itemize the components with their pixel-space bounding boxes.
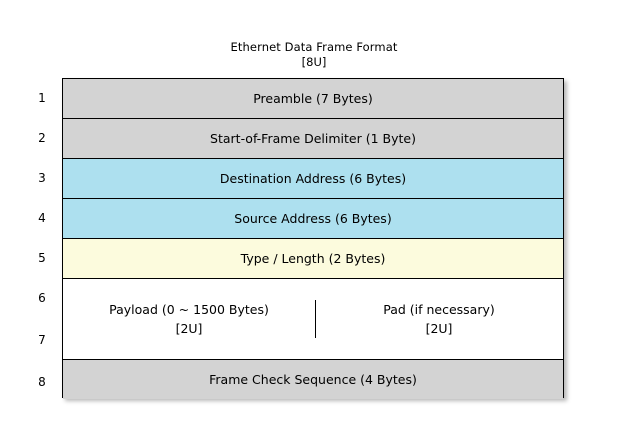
row-number-5: 5 <box>38 251 46 265</box>
page-title: Ethernet Data Frame Format <box>230 40 398 54</box>
ethernet-frame-table: Preamble (7 Bytes) Start-of-Frame Delimi… <box>62 78 564 399</box>
row-number-gutter: 1 2 3 4 5 6 7 8 <box>28 78 56 398</box>
row-number-8: 8 <box>38 375 46 389</box>
frame-field-payload: Payload (0 ~ 1500 Bytes) [2U] <box>64 300 316 338</box>
row-number-3: 3 <box>38 171 46 185</box>
frame-field-payload-pad-row: Payload (0 ~ 1500 Bytes) [2U] Pad (if ne… <box>63 279 563 360</box>
row-number-6: 6 <box>38 291 46 305</box>
frame-field-label: Pad (if necessary) <box>383 302 495 317</box>
frame-field-sublabel: [2U] <box>425 321 453 336</box>
frame-field-label: Destination Address (6 Bytes) <box>219 170 407 186</box>
frame-field-type-length: Type / Length (2 Bytes) <box>63 239 563 279</box>
frame-field-pad: Pad (if necessary) [2U] <box>316 300 563 338</box>
row-number-4: 4 <box>38 211 46 225</box>
frame-field-label: Payload (0 ~ 1500 Bytes) <box>109 302 269 317</box>
frame-field-label: Type / Length (2 Bytes) <box>240 250 386 266</box>
frame-field-destination-address: Destination Address (6 Bytes) <box>63 159 563 199</box>
frame-field-start-of-frame-delimiter: Start-of-Frame Delimiter (1 Byte) <box>63 119 563 159</box>
row-number-2: 2 <box>38 131 46 145</box>
frame-field-sublabel: [2U] <box>175 321 203 336</box>
frame-field-label: Frame Check Sequence (4 Bytes) <box>209 371 417 387</box>
frame-field-label: Start-of-Frame Delimiter (1 Byte) <box>210 130 416 146</box>
frame-field-source-address: Source Address (6 Bytes) <box>63 199 563 239</box>
frame-field-label: Preamble (7 Bytes) <box>253 90 373 106</box>
frame-field-label: Source Address (6 Bytes) <box>234 210 392 226</box>
frame-field-preamble: Preamble (7 Bytes) <box>63 79 563 119</box>
row-number-1: 1 <box>38 91 46 105</box>
diagram-title-block: Ethernet Data Frame Format [8U] <box>0 40 628 70</box>
page-subtitle: [8U] <box>301 55 327 69</box>
frame-field-frame-check-sequence: Frame Check Sequence (4 Bytes) <box>63 360 563 399</box>
row-number-7: 7 <box>38 333 46 347</box>
